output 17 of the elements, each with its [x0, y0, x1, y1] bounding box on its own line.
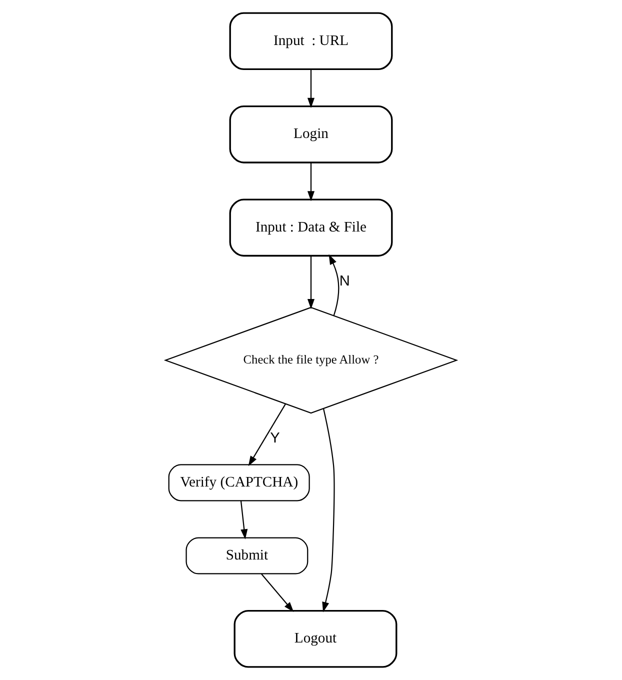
node-box: Submit [186, 537, 308, 574]
node-box: Login [229, 105, 393, 164]
edge-label: Y [270, 430, 280, 447]
node-box: Input : URL [229, 12, 393, 70]
node-box: Verify (CAPTCHA) [168, 464, 310, 502]
arrow [328, 254, 340, 316]
arrow [322, 408, 335, 612]
arrow [307, 70, 315, 108]
arrow [307, 256, 315, 310]
node-box: Input : Data & File [229, 198, 393, 257]
edge-label: N [339, 273, 350, 290]
arrow [248, 404, 286, 466]
arrow [240, 500, 248, 540]
node-box: Logout [234, 610, 398, 668]
arrow [261, 574, 294, 612]
arrow [307, 162, 315, 202]
node-diamond: Check the file type Allow ? [164, 306, 458, 414]
